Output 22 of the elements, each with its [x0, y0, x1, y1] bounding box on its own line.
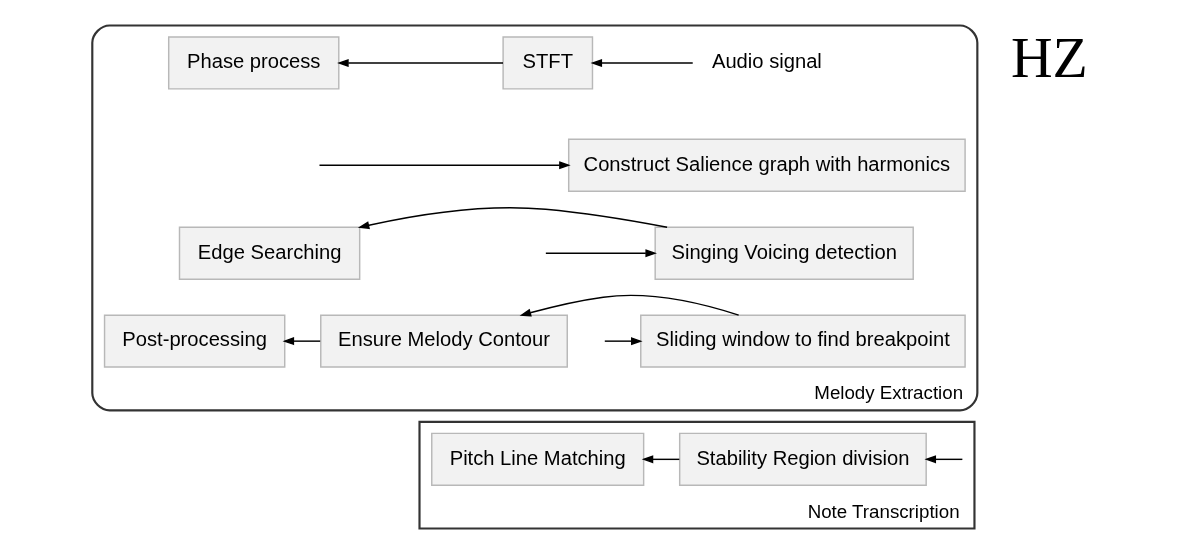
arrow — [544, 249, 657, 258]
arrow — [336, 58, 504, 67]
arrow — [519, 294, 739, 317]
node-box: Pitch Line Matching — [430, 432, 644, 486]
node-box: Stability Region division — [678, 432, 927, 486]
arrow — [603, 337, 643, 346]
label: HZ — [1010, 26, 1088, 90]
arrow — [590, 58, 693, 67]
node-box: Ensure Melody Contour — [319, 314, 568, 368]
arrow — [357, 207, 668, 230]
node-box: STFT — [501, 36, 593, 90]
node-box: Phase process — [167, 36, 339, 90]
node-text: Audio signal — [711, 50, 822, 73]
node-box: Construct Salience graph with harmonics — [567, 138, 966, 192]
arrow — [641, 455, 680, 464]
node-box: Singing Voicing detection — [653, 226, 914, 280]
arrow — [282, 337, 321, 346]
arrow — [318, 161, 571, 170]
node-box: Edge Searching — [178, 226, 360, 280]
node-box: Sliding window to find breakpoint — [639, 314, 966, 368]
arrow — [924, 455, 963, 464]
node-box: Post-processing — [103, 314, 285, 368]
